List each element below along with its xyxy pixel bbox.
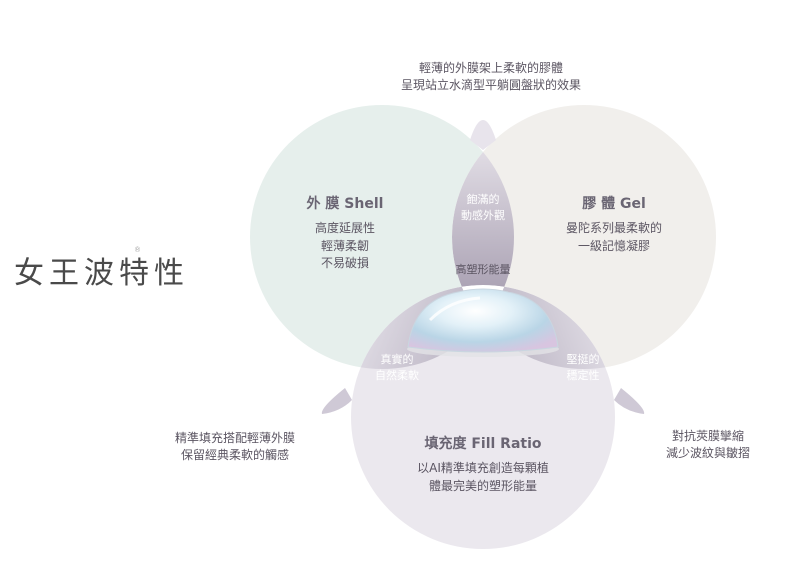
left-note-line2: 保留經典柔軟的觸感 bbox=[180, 448, 289, 463]
top-note: 輕薄的外膜架上柔軟的膠體 呈現站立水滴型平躺圓盤狀的效果 bbox=[341, 60, 641, 95]
overlap-left-text: 真實的 自然柔軟 bbox=[362, 352, 432, 384]
overlap-top-text: 飽滿的 動感外觀 bbox=[448, 192, 518, 224]
page-title-text: 女王波特性 bbox=[14, 256, 189, 291]
right-note-line2: 減少波紋與皺摺 bbox=[665, 446, 750, 461]
overlap-right-line1: 堅挺的 bbox=[566, 353, 600, 366]
shell-line2: 輕薄柔韌 bbox=[320, 238, 369, 253]
overlap-right-line2: 穩定性 bbox=[566, 368, 600, 382]
top-tip bbox=[470, 120, 496, 150]
right-tip bbox=[614, 388, 645, 414]
fill-text: 填充度 Fill Ratio 以AI精準填充創造每顆植 體最完美的塑形能量 bbox=[403, 434, 563, 495]
shell-text: 外 膜 Shell 高度延展性 輕薄柔韌 不易破損 bbox=[290, 194, 400, 272]
overlap-left-line1: 真實的 bbox=[380, 353, 414, 366]
fill-line2: 體最完美的塑形能量 bbox=[428, 478, 537, 493]
page-title: 女王波特性 ® bbox=[14, 246, 189, 292]
fill-label: 填充度 Fill Ratio bbox=[424, 436, 542, 452]
gel-line2: 一級記憶凝膠 bbox=[577, 238, 650, 253]
overlap-left-line2: 自然柔軟 bbox=[375, 368, 419, 382]
implant-gel-image bbox=[407, 288, 559, 357]
gel-line1: 曼陀系列最柔軟的 bbox=[565, 221, 662, 236]
overlap-right-text: 堅挺的 穩定性 bbox=[548, 352, 618, 384]
gel-text: 膠 體 Gel 曼陀系列最柔軟的 一級記憶凝膠 bbox=[554, 194, 674, 255]
gel-label: 膠 體 Gel bbox=[582, 196, 646, 212]
left-note-line1: 精準填充搭配輕薄外膜 bbox=[174, 431, 295, 445]
registered-mark: ® bbox=[134, 246, 141, 254]
overlap-top-line1: 飽滿的 bbox=[466, 193, 500, 206]
fill-line1: 以AI精準填充創造每顆植 bbox=[417, 461, 549, 476]
right-note-line1: 對抗莢膜攣縮 bbox=[671, 429, 744, 443]
right-note: 對抗莢膜攣縮 減少波紋與皺摺 bbox=[648, 428, 768, 463]
overlap-top-line2: 動感外觀 bbox=[461, 208, 505, 222]
left-note: 精準填充搭配輕薄外膜 保留經典柔軟的觸感 bbox=[150, 430, 320, 465]
shell-label: 外 膜 Shell bbox=[306, 196, 384, 212]
left-tip bbox=[321, 388, 352, 414]
top-note-line1: 輕薄的外膜架上柔軟的膠體 bbox=[418, 61, 563, 75]
shell-line1: 高度延展性 bbox=[314, 221, 375, 236]
shell-line3: 不易破損 bbox=[320, 256, 369, 271]
center-label: 高塑形能量 bbox=[455, 263, 511, 276]
top-note-line2: 呈現站立水滴型平躺圓盤狀的效果 bbox=[400, 78, 581, 93]
